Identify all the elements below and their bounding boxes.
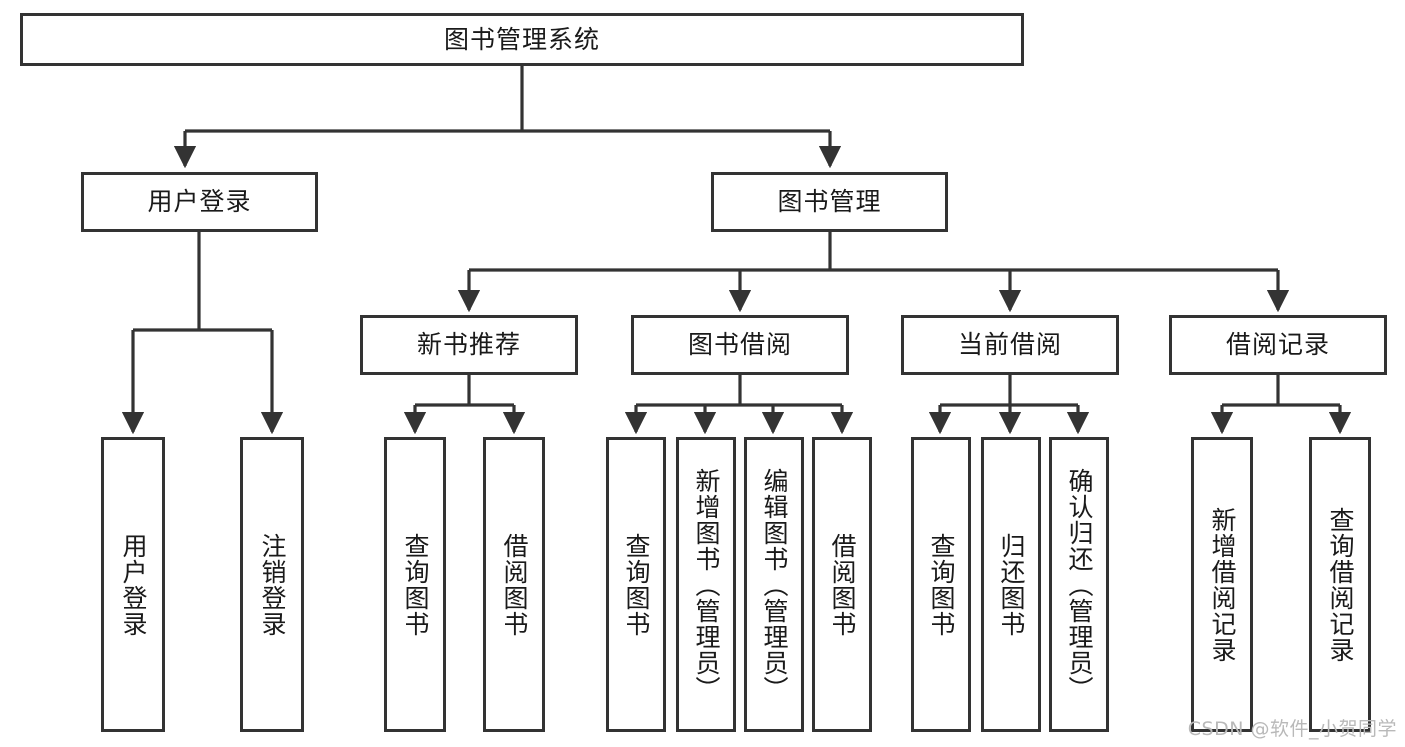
node-leaf-add-book[interactable]: 新增图书（管理员） [676,437,736,732]
node-leaf-query-book-1-label: 查询图书 [401,532,430,637]
node-leaf-add-record[interactable]: 新增借阅记录 [1191,437,1253,732]
node-book-management-label: 图书管理 [777,187,882,217]
node-leaf-edit-book-label: 编辑图书（管理员） [760,467,789,702]
node-leaf-query-book-3[interactable]: 查询图书 [911,437,971,732]
node-new-book-recommend-label: 新书推荐 [416,330,521,360]
node-leaf-return-book[interactable]: 归还图书 [981,437,1041,732]
node-borrow-record[interactable]: 借阅记录 [1169,315,1387,375]
node-leaf-query-record[interactable]: 查询借阅记录 [1309,437,1371,732]
node-leaf-query-book-2[interactable]: 查询图书 [606,437,666,732]
watermark-text: CSDN @软件_小贺同学 [1187,718,1397,740]
node-leaf-confirm-return[interactable]: 确认归还（管理员） [1049,437,1109,732]
node-leaf-borrow-book-2[interactable]: 借阅图书 [812,437,872,732]
node-borrow-record-label: 借阅记录 [1225,330,1330,360]
node-current-borrow-label: 当前借阅 [957,330,1062,360]
node-book-management[interactable]: 图书管理 [711,172,948,232]
node-leaf-borrow-book-2-label: 借阅图书 [828,532,857,637]
node-leaf-borrow-book-1-label: 借阅图书 [500,532,529,637]
node-book-borrow-label: 图书借阅 [687,330,792,360]
node-new-book-recommend[interactable]: 新书推荐 [360,315,578,375]
node-current-borrow[interactable]: 当前借阅 [901,315,1119,375]
node-leaf-logout-login-label: 注销登录 [258,532,287,637]
node-leaf-add-record-label: 新增借阅记录 [1208,506,1237,663]
node-leaf-user-login-label: 用户登录 [119,532,148,637]
node-leaf-logout-login[interactable]: 注销登录 [240,437,304,732]
node-leaf-edit-book[interactable]: 编辑图书（管理员） [744,437,804,732]
node-leaf-confirm-return-label: 确认归还（管理员） [1065,467,1094,702]
node-root-label: 图书管理系统 [443,24,600,54]
node-leaf-add-book-label: 新增图书（管理员） [692,467,721,702]
node-leaf-user-login[interactable]: 用户登录 [101,437,165,732]
node-leaf-query-book-3-label: 查询图书 [927,532,956,637]
node-root[interactable]: 图书管理系统 [20,13,1024,66]
node-leaf-query-book-2-label: 查询图书 [622,532,651,637]
node-leaf-borrow-book-1[interactable]: 借阅图书 [483,437,545,732]
node-user-login[interactable]: 用户登录 [81,172,318,232]
node-book-borrow[interactable]: 图书借阅 [631,315,849,375]
node-user-login-label: 用户登录 [147,187,252,217]
node-leaf-query-record-label: 查询借阅记录 [1326,506,1355,663]
node-leaf-query-book-1[interactable]: 查询图书 [384,437,446,732]
node-leaf-return-book-label: 归还图书 [997,532,1026,637]
